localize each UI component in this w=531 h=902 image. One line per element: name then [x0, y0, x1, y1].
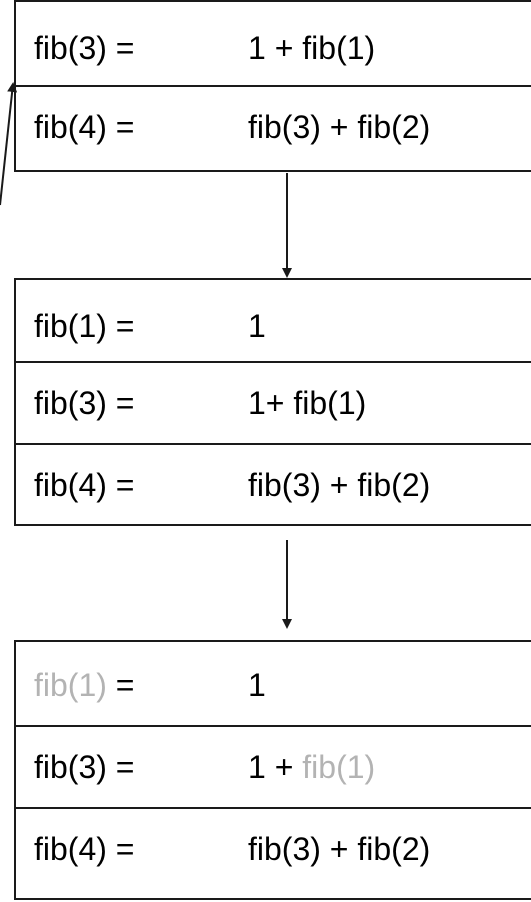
- row-rhs: fib(3) + fib(2): [248, 831, 431, 867]
- row-rhs: 1: [248, 308, 266, 344]
- row-lhs: fib(4) =: [34, 831, 135, 867]
- row-rhs: fib(3) + fib(2): [248, 109, 431, 145]
- row-lhs: fib(4) =: [34, 467, 135, 503]
- row-lhs: fib(3) =: [34, 385, 135, 421]
- row-lhs: fib(1) =: [34, 308, 135, 344]
- row-rhs: 1: [248, 667, 266, 703]
- frame-row: fib(1) = 1: [16, 642, 531, 727]
- frame-row: fib(3) = 1 + fib(1): [16, 727, 531, 809]
- stack-frame-2: fib(1) = 1 fib(3) = 1+ fib(1) fib(4) = f…: [14, 278, 531, 526]
- frame-row: fib(1) = 1: [16, 280, 531, 363]
- row-lhs: fib(1) =: [34, 667, 135, 703]
- frame-row: fib(3) = 1 + fib(1): [16, 2, 531, 87]
- row-rhs: 1 + fib(1): [248, 749, 376, 785]
- arrow-incoming-frame1: [0, 82, 18, 206]
- frame-row: fib(4) = fib(3) + fib(2): [16, 809, 531, 902]
- row-rhs: fib(3) + fib(2): [248, 467, 431, 503]
- frame-row: fib(4) = fib(3) + fib(2): [16, 445, 531, 524]
- row-rhs: 1+ fib(1): [248, 385, 367, 421]
- arrows-layer: [0, 82, 292, 629]
- frame-row: fib(4) = fib(3) + fib(2): [16, 87, 531, 170]
- row-lhs: fib(3) =: [34, 30, 135, 66]
- row-lhs: fib(4) =: [34, 109, 135, 145]
- stack-frame-3: fib(1) = 1 fib(3) = 1 + fib(1) fib(4) = …: [14, 640, 531, 900]
- stack-frame-1: fib(3) = 1 + fib(1) fib(4) = fib(3) + fi…: [14, 0, 531, 172]
- row-rhs: 1 + fib(1): [248, 30, 376, 66]
- row-lhs: fib(3) =: [34, 749, 135, 785]
- frame-row: fib(3) = 1+ fib(1): [16, 363, 531, 445]
